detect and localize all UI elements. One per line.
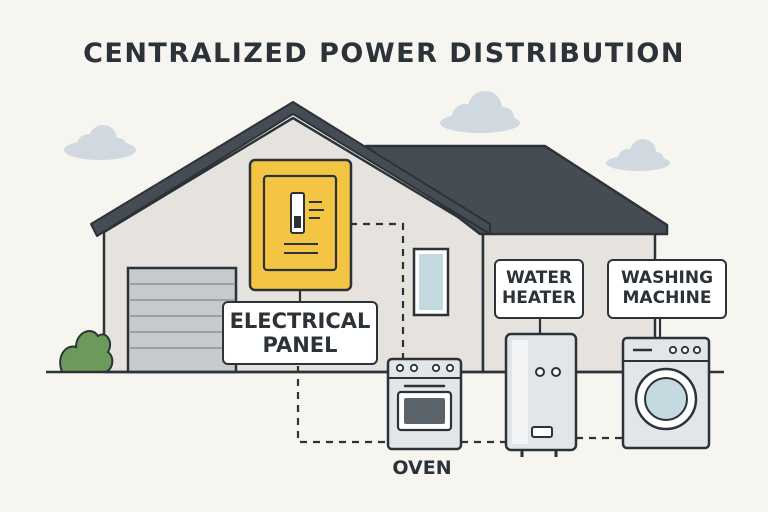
- oven-label: OVEN: [392, 457, 452, 479]
- wire-panel-top: [350, 222, 405, 358]
- washing-machine-label: WASHING MACHINE: [607, 259, 727, 319]
- label-line: WATER: [505, 268, 573, 289]
- wire-panel-bottom: [296, 366, 388, 444]
- window: [412, 247, 450, 317]
- wiring: [296, 222, 623, 444]
- washing-machine-icon: [621, 336, 711, 450]
- water-heater-label: WATER HEATER: [494, 259, 584, 319]
- label-line: ELECTRICAL: [229, 308, 371, 333]
- label-line: WASHING: [620, 268, 714, 289]
- roof-left-trim: [90, 101, 491, 237]
- page-title: CENTRALIZED POWER DISTRIBUTION: [83, 38, 685, 69]
- label-line: HEATER: [502, 288, 576, 308]
- water-heater-icon: [504, 332, 578, 457]
- cloud-icon: [606, 139, 670, 171]
- garage-door: [126, 266, 238, 374]
- electrical-panel-label: ELECTRICAL PANEL: [222, 301, 378, 365]
- label-line: MACHINE: [622, 288, 712, 308]
- cloud-icon: [440, 91, 520, 133]
- label-line: PANEL: [262, 333, 338, 357]
- bush-icon: [59, 330, 114, 373]
- roof-right: [364, 144, 669, 236]
- oven-icon: [386, 357, 463, 451]
- electrical-panel: [248, 158, 353, 301]
- cloud-icon: [64, 125, 136, 160]
